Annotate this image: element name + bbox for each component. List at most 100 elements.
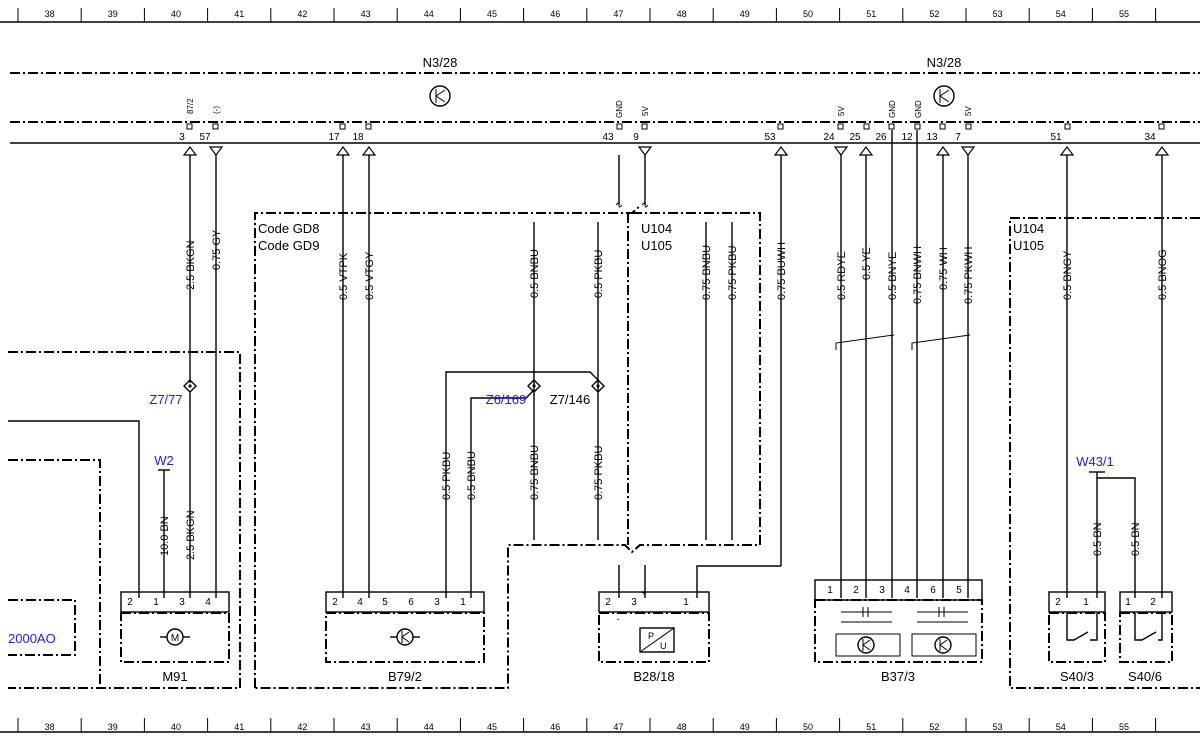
label-b79-2: B79/2 <box>388 669 422 684</box>
wire-0-5-bnog: 0.5 BNOG <box>1157 249 1169 300</box>
control-unit-icon-right <box>933 85 955 107</box>
wire-0-5-rdye: 0.5 RDYE <box>836 251 848 300</box>
ruler-label: 39 <box>108 9 118 19</box>
ruler-label: 50 <box>803 9 813 19</box>
pin-3: 3 <box>179 132 185 143</box>
ruler-label: 42 <box>297 722 307 732</box>
label-b37-3: B37/3 <box>881 669 915 684</box>
ruler-label: 40 <box>171 722 181 732</box>
ruler-label: 41 <box>234 722 244 732</box>
pin-51: 51 <box>1050 132 1062 143</box>
pin-26: 26 <box>875 132 887 143</box>
n3-28-module: N3/28 N3/28 <box>10 55 1200 144</box>
m91-pin-3: 3 <box>179 597 185 608</box>
b37-3-section: 0.5 RDYE 0.5 YE 0.5 BNYE 0.75 BNWH 0.75 … <box>814 130 983 684</box>
pin-43: 43 <box>602 132 614 143</box>
b28-pin-1: 1 <box>683 597 689 608</box>
wire-0-75-bnwh: 0.75 BNWH <box>912 246 924 304</box>
pin-25: 25 <box>849 132 861 143</box>
pin-5v-1: 5V <box>641 106 650 116</box>
b37-3-inner <box>835 607 977 657</box>
m91-body <box>120 612 230 663</box>
switch-icon-s40-6 <box>1134 613 1163 641</box>
wire-0-5-bngy: 0.5 BNGY <box>1062 250 1074 300</box>
b79-pin-6: 6 <box>408 597 414 608</box>
wire-0-5-bnbu-lower: 0.5 BNBU <box>466 451 478 500</box>
wire-0-75-pkwh: 0.75 PKWH <box>963 246 975 304</box>
signal-arrows <box>182 146 1170 156</box>
wire-0-5-bnye: 0.5 BNYE <box>887 252 899 300</box>
pin-7: 7 <box>955 132 961 143</box>
s40-6-pin-2: 2 <box>1150 597 1156 608</box>
b79-pin-1: 1 <box>460 597 466 608</box>
ruler-label: 55 <box>1119 722 1129 732</box>
ruler-label: 47 <box>613 9 623 19</box>
s40-3-pin-2: 2 <box>1055 597 1061 608</box>
wire-0-5-ye: 0.5 YE <box>861 247 873 280</box>
ruler-label: 48 <box>677 9 687 19</box>
b37-3-body <box>814 599 983 663</box>
ruler-label: 44 <box>424 9 434 19</box>
sign-minus: - <box>617 614 620 624</box>
ruler-label: 47 <box>613 722 623 732</box>
sensor-icon-b37-b <box>934 636 952 654</box>
b28-18-section: 0.75 BUWH 2 3 1 - + P U B28/18 <box>598 155 788 684</box>
m91-pin-2: 2 <box>127 597 133 608</box>
ref-z7-77: Z7/77 <box>149 392 182 407</box>
wire-0-75-gy: 0.75 GY <box>211 229 223 270</box>
wire-0-5-pkbu-lower: 0.5 PKBU <box>441 452 453 500</box>
wire-2-5-bkgn-lower: 2.5 BKGN <box>185 510 197 560</box>
wire-0-5-vtgy: 0.5 VTGY <box>364 251 376 300</box>
pressure-sensor-icon: P U <box>639 627 675 653</box>
ruler-label: 50 <box>803 722 813 732</box>
code-u104-b: U104 <box>1013 221 1044 236</box>
b37-pin-6: 6 <box>930 585 936 596</box>
wire-0-75-pkbu-u104: 0.75 PKBU <box>727 246 739 300</box>
switch-section: U104 U105 0.5 BNGY 0.5 BNOG W43/1 0.5 BN… <box>1009 155 1200 689</box>
ruler-label: 49 <box>740 722 750 732</box>
wire-0-5-bn-a: 0.5 BN <box>1092 522 1104 556</box>
ref-z7-146: Z7/146 <box>550 392 590 407</box>
s40-3-pin-1: 1 <box>1083 597 1089 608</box>
b79-2-body <box>325 612 485 663</box>
pin-53: 53 <box>764 132 776 143</box>
b37-pin-4: 4 <box>904 585 910 596</box>
code-gd9: Code GD9 <box>258 238 319 253</box>
ruler-label: 54 <box>1056 722 1066 732</box>
m91-connector <box>120 591 230 613</box>
pin-gnd-1: GND <box>615 100 624 118</box>
module-label-right: N3/28 <box>927 55 962 70</box>
pin-terminals <box>186 123 1165 130</box>
m91-pin-4: 4 <box>205 597 211 608</box>
module-label-left: N3/28 <box>423 55 458 70</box>
code-gd8: Code GD8 <box>258 221 319 236</box>
ruler-label: 41 <box>234 9 244 19</box>
ref-z6-169: Z6/169 <box>486 392 526 407</box>
ruler-label: 55 <box>1119 9 1129 19</box>
b28-18-body <box>598 612 710 663</box>
motor-icon: M <box>160 628 190 646</box>
wire-2-5-bkgn: 2.5 BKGN <box>185 240 197 290</box>
pin-13: 13 <box>926 132 938 143</box>
code-u105-b: U105 <box>1013 238 1044 253</box>
pu-u: U <box>660 641 667 651</box>
wire-0-75-pkbu: 0.75 PKBU <box>593 446 605 500</box>
wire-0-75-wh: 0.75 WH <box>938 247 950 290</box>
pin-18: 18 <box>352 132 364 143</box>
ruler-label: 52 <box>929 722 939 732</box>
wire-10-bn: 10.0 BN <box>159 516 171 556</box>
ruler-label: 43 <box>361 9 371 19</box>
b28-pin-3: 3 <box>631 597 637 608</box>
ruler-label: 53 <box>993 722 1003 732</box>
ref-2000ao: 2000AO <box>8 631 56 646</box>
code-u104-a: U104 <box>641 221 672 236</box>
ruler-label: 45 <box>487 722 497 732</box>
control-unit-icon-left <box>429 85 451 107</box>
label-s40-6: S40/6 <box>1128 669 1162 684</box>
n3-28-pins: 3 57 87/2 (-) 17 18 43 GND 9 5V 53 24 5V… <box>179 98 1156 143</box>
ruler-label: 38 <box>45 722 55 732</box>
pin-5v-2: 5V <box>837 106 846 116</box>
